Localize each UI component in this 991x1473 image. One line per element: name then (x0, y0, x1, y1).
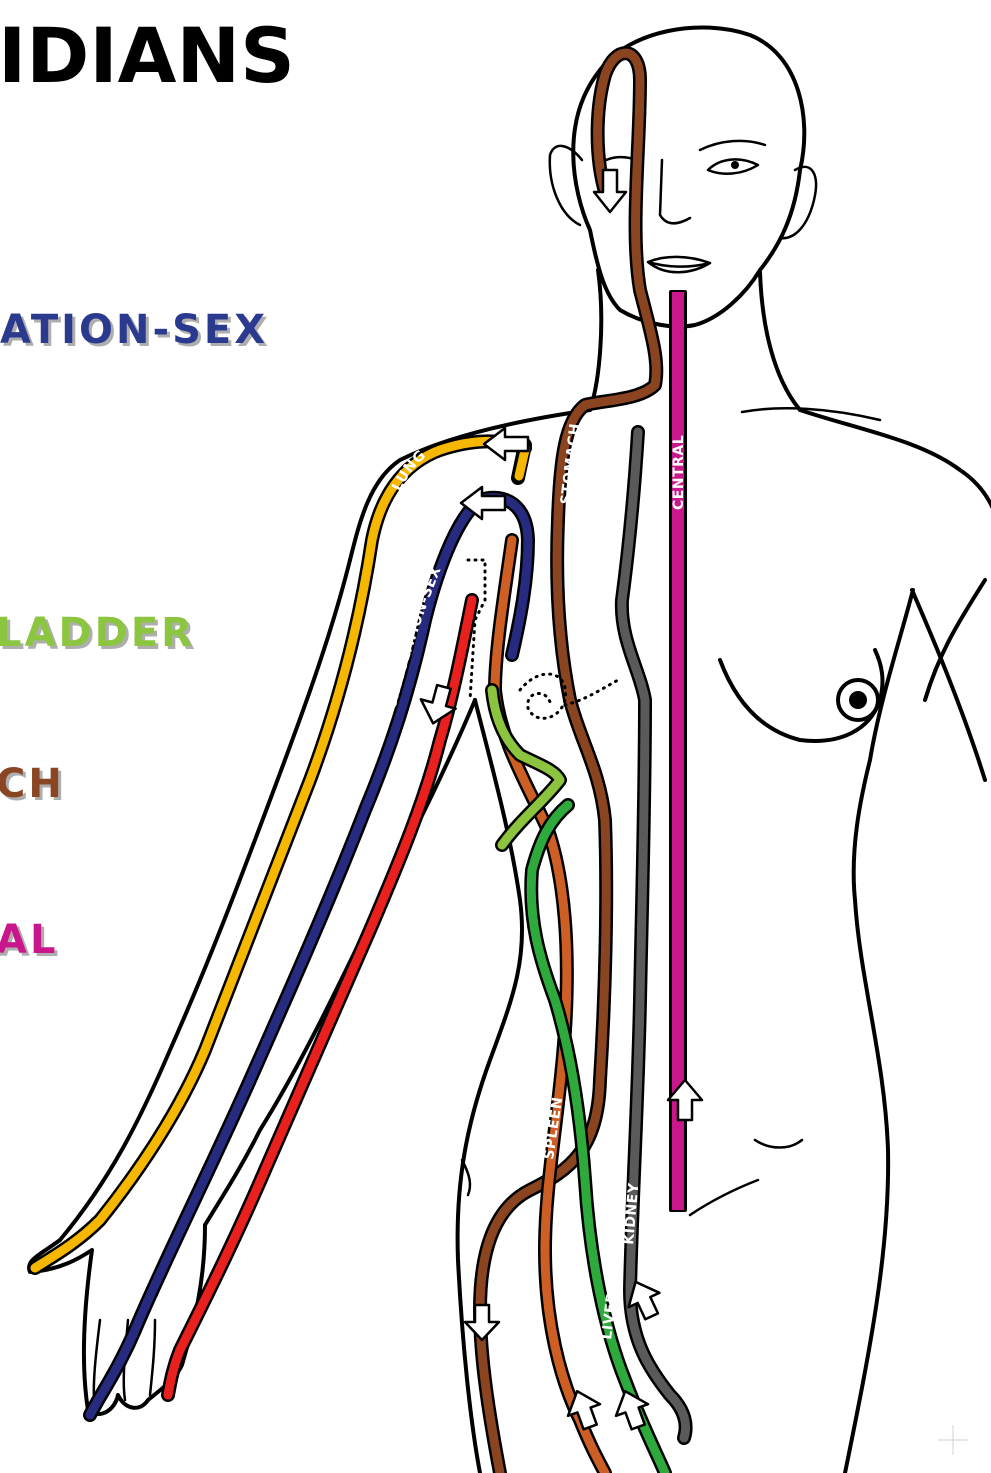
nose (660, 160, 690, 223)
legend-stomach: CH (0, 761, 65, 807)
finger-3 (150, 1320, 155, 1395)
central-meridian: CENTRAL (669, 290, 687, 1212)
label-central: CENTRAL (671, 435, 687, 510)
right-torso (845, 590, 913, 1473)
left-torso (458, 700, 523, 1473)
neck-right (760, 272, 800, 410)
right-pupil (731, 161, 739, 169)
brow (700, 141, 765, 150)
label-kidney: KIDNEY (621, 1182, 642, 1246)
navel (690, 1180, 758, 1215)
neck-left (590, 270, 601, 410)
hip-crease (755, 1140, 802, 1148)
legend-circulation-sex: ATION-SEX (0, 307, 268, 353)
crosshair-mark-icon (938, 1425, 968, 1455)
right-shoulder (800, 410, 991, 540)
page-title: IDIANS (0, 11, 295, 100)
areola (849, 691, 867, 709)
legend-gall-bladder: LADDER (0, 610, 195, 656)
label-spleen: SPLEEN (541, 1096, 566, 1161)
right-arm-outer (912, 590, 985, 780)
heart-meridian: HEART (168, 600, 472, 1395)
left-arm-outer (60, 560, 350, 1240)
legend-central: AL (0, 917, 58, 963)
mouth (648, 257, 710, 272)
arrow-down-icon (465, 1305, 499, 1340)
